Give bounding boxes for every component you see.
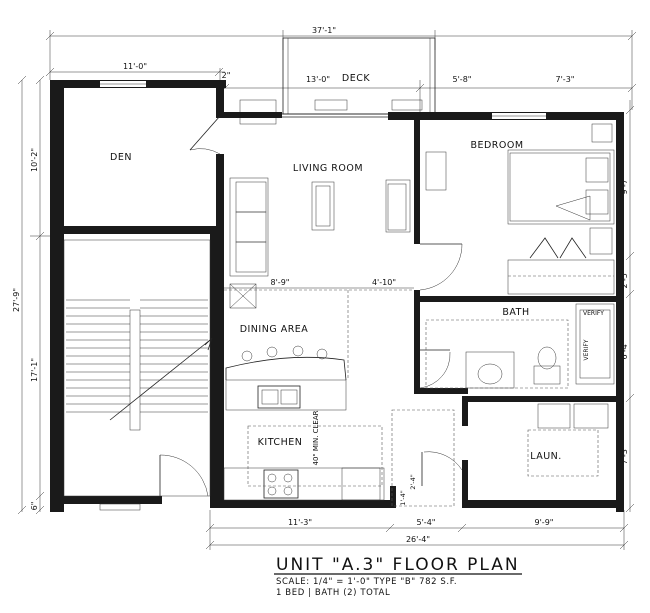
- left-dimension-lines: [17, 75, 60, 515]
- title-block: UNIT "A.3" FLOOR PLAN SCALE: 1/4" = 1'-0…: [274, 555, 522, 598]
- left-dimension-labels: 27'-9" 10'-2" 17'-1" 6": [12, 148, 39, 510]
- deck-label: DECK: [342, 73, 370, 84]
- exterior-walls: [50, 80, 624, 512]
- bath-label: BATH: [502, 307, 529, 318]
- dim-left-bottom-small: 6": [30, 502, 39, 511]
- dim-den-width: 11'-0": [123, 62, 147, 71]
- dim-left-overall: 27'-9": [12, 288, 21, 312]
- bedroom-furniture: [425, 123, 615, 295]
- dim-bottom-1: 11'-3": [288, 518, 312, 527]
- notes: VERIFY VERIFY 40" MIN. CLEAR: [312, 310, 604, 466]
- bottom-dimension-labels: 11'-3" 5'-4" 9'-9" 26'-4": [288, 518, 554, 544]
- dining-area-label: DINING AREA: [240, 324, 309, 335]
- bed-bath-line: 1 BED | BATH (2) TOTAL: [276, 588, 390, 598]
- right-dimension-labels: 9'-7" 2'-5" 6'-4" 7'-3": [620, 176, 629, 465]
- interior-walls: [390, 120, 616, 508]
- laundry-label: LAUN.: [530, 451, 562, 462]
- room-labels: DEN LIVING ROOM BEDROOM DINING AREA BATH…: [110, 140, 562, 462]
- living-room-label: LIVING ROOM: [293, 163, 363, 174]
- door-swings: [159, 115, 587, 497]
- dim-right-2: 2'-5": [620, 270, 629, 289]
- dim-small-2: 2": [222, 71, 231, 80]
- dim-right-4: 7'-3": [620, 446, 629, 465]
- dim-door-small-2: 2'-4": [409, 474, 417, 489]
- stairs: [63, 239, 213, 511]
- bedroom-label: BEDROOM: [470, 140, 523, 151]
- dim-deck-width: 13'-0": [306, 75, 330, 84]
- dim-deck-right: 5'-8": [453, 75, 472, 84]
- deck: [239, 37, 436, 125]
- dim-left-upper: 10'-2": [30, 148, 39, 172]
- dim-bed-top: 7'-3": [556, 75, 575, 84]
- right-dimension-lines: [625, 100, 635, 513]
- dim-right-3: 6'-4": [620, 341, 629, 360]
- dim-overall-top: 37'-1": [312, 26, 336, 35]
- dim-living-w2: 4'-10": [372, 278, 396, 287]
- living-furniture: [229, 177, 411, 309]
- top-dimension-lines: [45, 30, 637, 112]
- den-label: DEN: [110, 152, 132, 163]
- dim-bottom-3: 9'-9": [535, 518, 554, 527]
- dim-living-w: 8'-9": [271, 278, 290, 287]
- clearance-note: 40" MIN. CLEAR: [312, 410, 320, 465]
- dim-right-1: 9'-7": [620, 176, 629, 195]
- bottom-dimension-lines: [205, 510, 629, 550]
- plan-title: UNIT "A.3" FLOOR PLAN: [276, 555, 520, 575]
- dining-kitchen: [223, 289, 455, 507]
- kitchen-label: KITCHEN: [258, 437, 303, 448]
- dim-bottom-total: 26'-4": [406, 535, 430, 544]
- bath-fixtures: [425, 303, 615, 477]
- verify-note-2: VERIFY: [583, 339, 590, 360]
- top-dimension-labels: 37'-1" 11'-0" 2" 13'-0" 5'-8" 7'-3" DECK: [123, 26, 575, 84]
- dim-left-lower: 17'-1": [30, 358, 39, 382]
- scale-line: SCALE: 1/4" = 1'-0" TYPE "B" 782 S.F.: [276, 577, 457, 587]
- verify-note-1: VERIFY: [583, 310, 604, 317]
- dim-door-small-1: 1'-4": [399, 490, 407, 505]
- interior-dimensions: 8'-9" 4'-10" 1'-4" 2'-4": [224, 278, 417, 506]
- dim-bottom-2: 5'-4": [417, 518, 436, 527]
